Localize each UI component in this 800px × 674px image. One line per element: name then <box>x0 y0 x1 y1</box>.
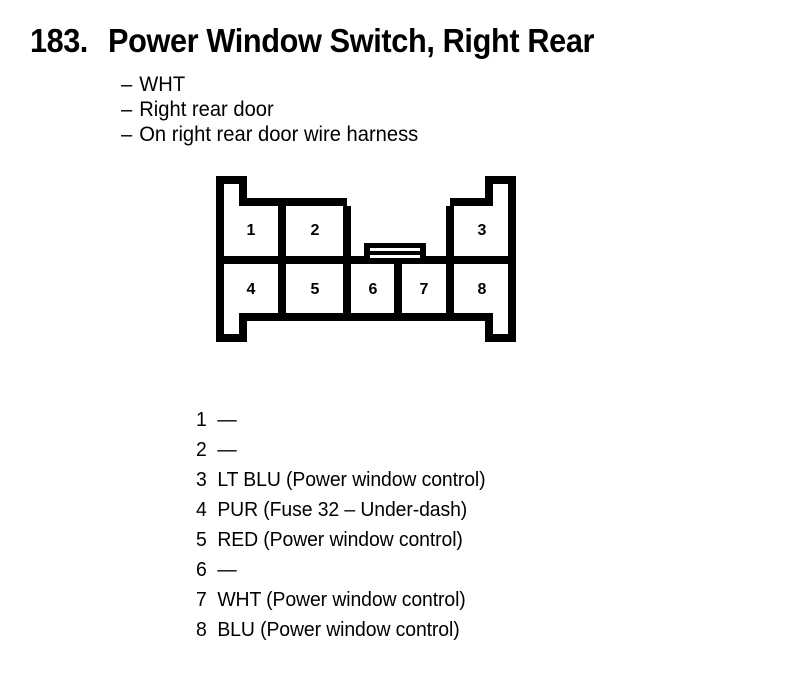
connector-body-outline <box>216 176 516 342</box>
legend-pin-number: 7 <box>196 589 207 611</box>
legend-row: 7 WHT (Power window control) <box>196 585 486 615</box>
pin-legend: 1 — 2 — 3 LT BLU (Power window control) … <box>196 405 494 645</box>
locking-tab-icon <box>364 243 426 264</box>
legend-pin-description: — <box>217 559 237 581</box>
legend-pin-number: 8 <box>196 619 207 641</box>
page-title-text: Power Window Switch, Right Rear <box>108 22 595 59</box>
page-title: 183. Power Window Switch, Right Rear <box>30 22 631 60</box>
legend-row: 3 LT BLU (Power window control) <box>196 465 486 495</box>
page-title-number: 183. <box>30 22 88 59</box>
pin-number-1: 1 <box>246 222 256 239</box>
dash-icon: – <box>121 98 133 121</box>
legend-pin-number: 5 <box>196 529 207 551</box>
connector-outline-svg <box>216 176 516 342</box>
legend-pin-description: — <box>217 439 237 461</box>
dash-icon: – <box>121 123 133 146</box>
list-item: – On right rear door wire harness <box>121 122 418 147</box>
legend-row: 2 — <box>196 435 486 465</box>
list-item-label: Right rear door <box>139 98 274 121</box>
legend-pin-number: 2 <box>196 439 207 461</box>
pin-number-2: 2 <box>310 222 320 239</box>
legend-pin-description: PUR (Fuse 32 – Under-dash) <box>217 499 468 521</box>
pin-number-3: 3 <box>477 222 487 239</box>
legend-row: 6 — <box>196 555 486 585</box>
legend-pin-number: 4 <box>196 499 207 521</box>
pin-number-4: 4 <box>246 281 256 298</box>
legend-pin-description: WHT (Power window control) <box>217 589 466 611</box>
pin-number-5: 5 <box>310 281 320 298</box>
pin-number-8: 8 <box>477 281 487 298</box>
legend-row: 1 — <box>196 405 486 435</box>
legend-pin-description: RED (Power window control) <box>217 529 463 551</box>
legend-row: 8 BLU (Power window control) <box>196 615 486 645</box>
legend-pin-description: — <box>217 409 237 431</box>
pin-number-7: 7 <box>419 281 429 298</box>
legend-pin-number: 3 <box>196 469 207 491</box>
legend-pin-description: LT BLU (Power window control) <box>217 469 486 491</box>
dash-icon: – <box>121 73 133 96</box>
connector-meta-list: – WHT – Right rear door – On right rear … <box>121 72 431 147</box>
connector-diagram: 1 2 3 4 5 6 7 8 <box>210 172 522 354</box>
list-item: – Right rear door <box>121 97 418 122</box>
legend-row: 4 PUR (Fuse 32 – Under-dash) <box>196 495 486 525</box>
legend-pin-number: 1 <box>196 409 207 431</box>
legend-pin-description: BLU (Power window control) <box>217 619 460 641</box>
pin-number-6: 6 <box>368 281 378 298</box>
list-item: – WHT <box>121 72 418 97</box>
list-item-label: On right rear door wire harness <box>139 123 419 146</box>
legend-pin-number: 6 <box>196 559 207 581</box>
list-item-label: WHT <box>139 73 186 96</box>
legend-row: 5 RED (Power window control) <box>196 525 486 555</box>
